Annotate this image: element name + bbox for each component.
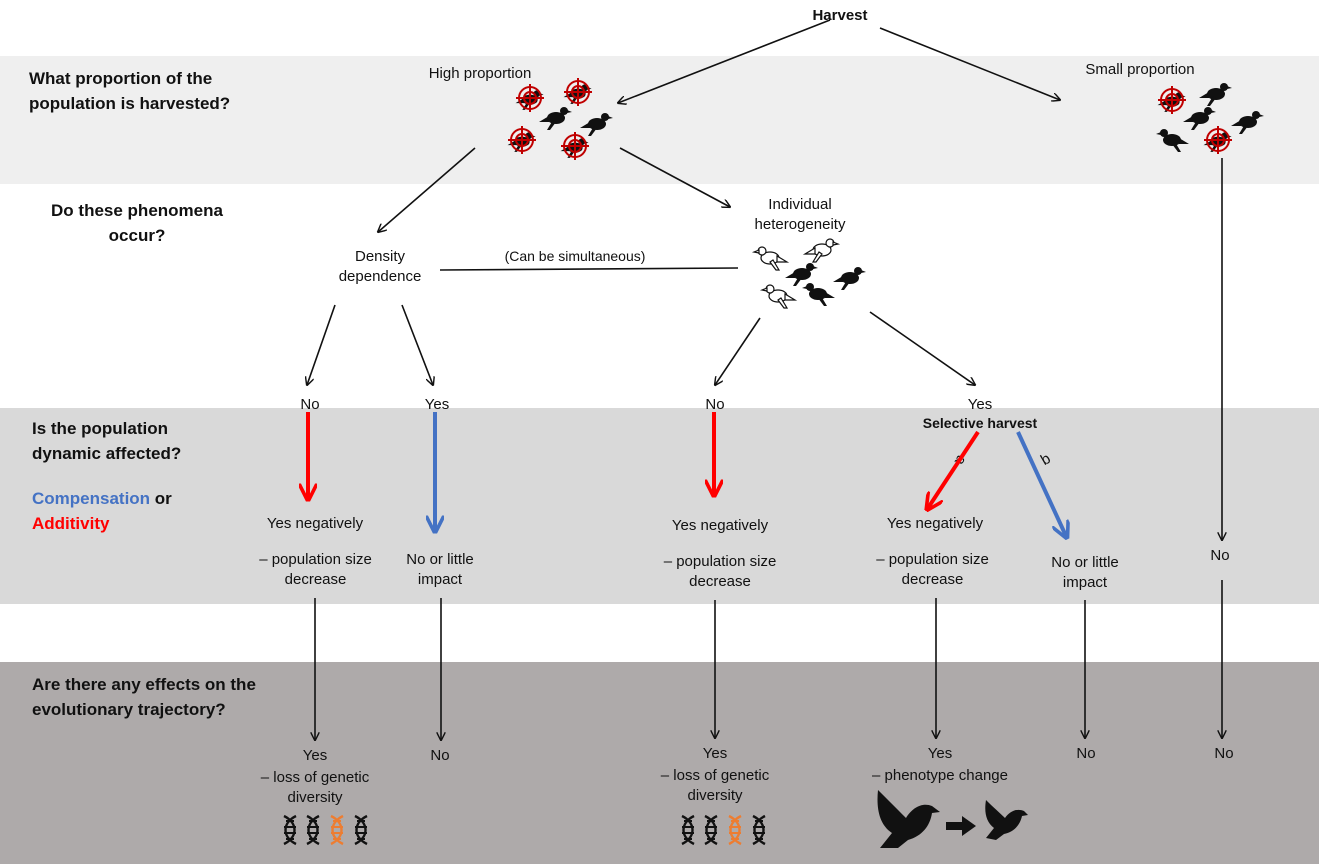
evo-loss-1: – loss of genetic diversity [260,769,370,806]
arrow-harvest-high [618,19,831,103]
dove-icon [985,800,1028,840]
white-bird-icon [753,246,788,271]
question-population-dynamic: Is the population dynamic affected? [32,419,182,463]
node-density-dependence: Density dependence [338,248,422,285]
bird-icon [539,107,572,130]
evo-phenotype: – phenotype change [872,767,1008,784]
dna-group-1 [282,814,369,846]
bird-icon [802,283,835,306]
arrow-additivity-selective [928,430,980,508]
dna-icon [703,814,719,846]
outcome-yes-negatively-3: Yes negatively [886,515,984,532]
node-small-proportion: Small proportion [1085,61,1195,78]
outcome-small-no: No [1210,547,1230,564]
legend-or: or [154,489,172,508]
legend-compensation: Compensation [32,489,151,508]
node-harvest: Harvest [812,7,868,24]
evo-yes-1: Yes [302,747,328,764]
right-arrow-icon [946,816,976,836]
evo-loss-2: – loss of genetic diversity [660,767,770,804]
outcome-pop-decrease-3: – population size decrease [876,551,989,588]
target-bird-icon [1203,125,1233,155]
dna-icon [353,814,369,846]
white-bird-icon [761,284,796,309]
dna-icon [305,814,321,846]
outcome-pop-decrease-1: – population size decrease [259,551,372,588]
dna-icon [727,814,743,846]
arrow-heterogeneity-yes [869,311,975,385]
phenotype-doves [877,790,1028,848]
outcome-yes-negatively-1: Yes negatively [266,515,364,532]
evo-yes-3: Yes [927,745,953,762]
small-proportion-birds [1156,83,1264,155]
bird-icon [1231,111,1264,134]
node-dd-yes: Yes [424,396,450,413]
question-phenomena: Do these phenomena occur? [51,201,223,245]
evo-no-1: No [430,747,450,764]
bird-icon [1156,129,1189,152]
target-bird-icon [515,83,545,113]
legend-additivity: Additivity [32,514,110,533]
bird-icon [1183,107,1216,130]
arrow-heterogeneity-no [715,317,761,385]
outcome-no-little-1: No or little impact [406,551,474,588]
target-bird-icon [507,125,537,155]
bird-icon [785,263,818,286]
dove-icon [877,790,940,848]
evo-no-3: No [1214,745,1234,762]
question-evolution: Are there any effects on the evolutionar… [32,675,256,719]
arrow-high-heterogeneity [619,147,730,207]
bird-icon [580,113,613,136]
arrow-density-no [307,304,336,385]
node-ih-yes: Yes [967,396,993,413]
node-can-be-simultaneous: (Can be simultaneous) [504,248,646,264]
band-proportion [0,56,1319,184]
node-high-proportion: High proportion [428,65,532,82]
target-bird-icon [563,77,593,107]
outcome-yes-negatively-2: Yes negatively [671,517,769,534]
dna-group-2 [680,814,767,846]
outcome-pop-decrease-2: – population size decrease [663,553,777,590]
dna-icon [329,814,345,846]
bird-icon [833,267,866,290]
bird-icon [1199,83,1232,106]
node-selective-harvest: Selective harvest [922,415,1038,431]
arrow-high-density [378,147,476,232]
outcome-no-little-2: No or little impact [1051,554,1119,591]
evo-yes-2: Yes [702,745,728,762]
arrow-density-yes [401,304,433,385]
dna-icon [751,814,767,846]
node-ih-no: No [705,396,725,413]
node-individual-heterogeneity: Individual heterogeneity [754,196,846,233]
high-proportion-birds [507,77,613,161]
band-population-dynamic [0,408,1319,604]
question-proportion: What proportion of the population is har… [29,69,231,113]
target-bird-icon [1157,85,1187,115]
evo-no-2: No [1076,745,1096,762]
legend: Compensation or Additivity [32,486,252,536]
band-evolution [0,662,1319,864]
arrow-compensation-selective [1016,431,1066,536]
connector-simultaneous [439,267,739,271]
arrow-harvest-small [879,27,1060,100]
node-dd-no: No [300,396,320,413]
dna-icon [680,814,696,846]
dna-icon [282,814,298,846]
target-bird-icon [560,131,590,161]
white-bird-icon [804,238,839,263]
heterogeneity-birds [753,238,866,309]
